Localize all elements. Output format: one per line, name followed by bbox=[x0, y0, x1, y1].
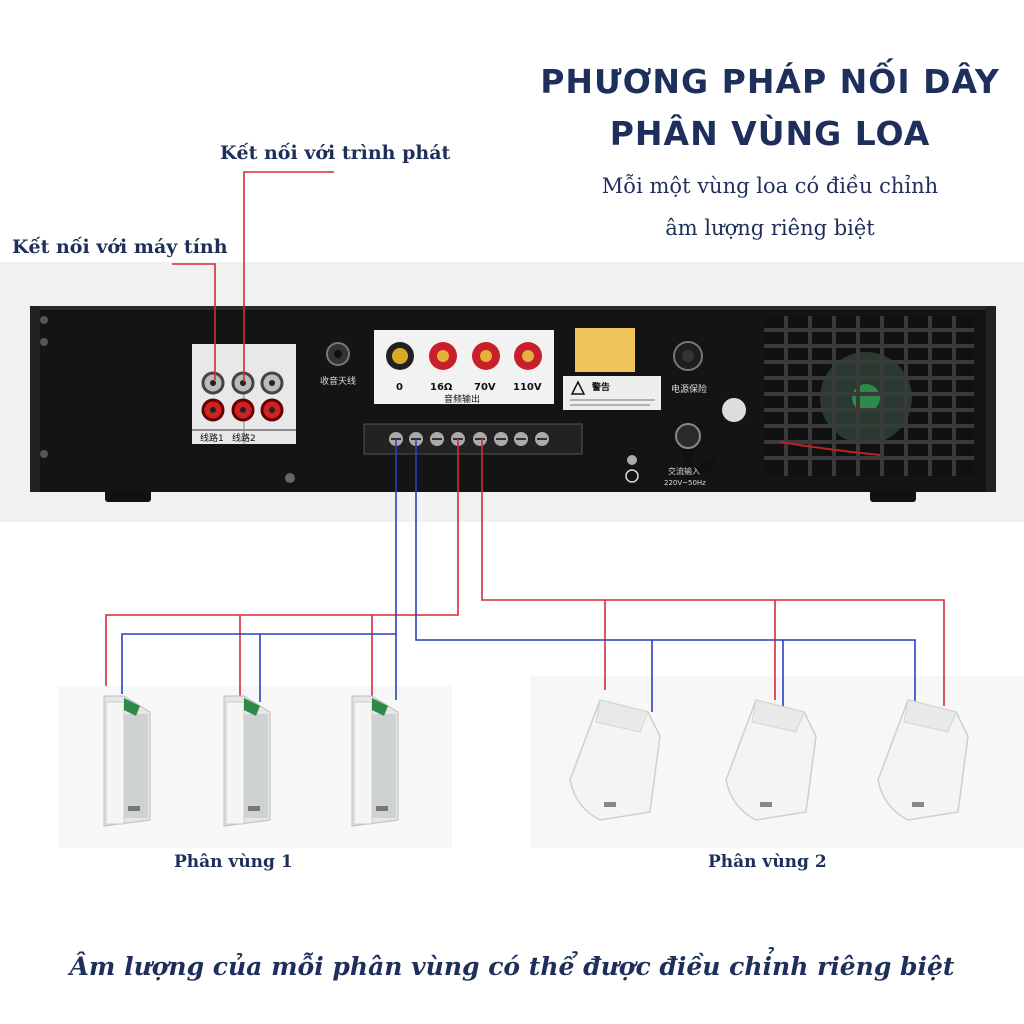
title-line-1: PHƯƠNG PHÁP NỐI DÂY bbox=[540, 62, 1000, 101]
wall-speaker-2 bbox=[725, 699, 817, 821]
subtitle-line-1: Mỗi một vùng loa có điều chỉnh bbox=[601, 174, 939, 198]
leader-computer bbox=[172, 263, 216, 380]
cable-clip-icon bbox=[722, 398, 746, 422]
wire-blue-zone2-bus bbox=[415, 439, 916, 710]
input-label-line2: 线路2 bbox=[232, 432, 256, 444]
output-label: 音频输出 bbox=[444, 393, 480, 405]
rca-jack-red-1 bbox=[201, 398, 225, 422]
impedance-label-70v: 70V bbox=[474, 382, 496, 393]
column-speaker-3 bbox=[351, 695, 399, 827]
zone2-label: Phân vùng 2 bbox=[708, 852, 827, 872]
zone1-label: Phân vùng 1 bbox=[174, 852, 293, 872]
wires-blue bbox=[121, 439, 916, 712]
column-speaker-2 bbox=[223, 695, 271, 827]
leader-player bbox=[243, 171, 334, 382]
binding-post-black bbox=[386, 342, 414, 370]
wires-red bbox=[105, 439, 945, 706]
power-label: 交流输入 bbox=[668, 466, 700, 476]
column-speaker-1 bbox=[103, 695, 151, 827]
fuse-holder: 电源保险 bbox=[671, 341, 707, 395]
binding-post-red-3 bbox=[514, 342, 542, 370]
impedance-label-110v: 110V bbox=[513, 382, 542, 393]
antenna-label: 收音天线 bbox=[320, 375, 356, 387]
binding-post-red-2 bbox=[472, 342, 500, 370]
input-label-line1: 线路1 bbox=[200, 432, 224, 444]
rca-jack-white-1 bbox=[201, 371, 225, 395]
impedance-label-0: 0 bbox=[396, 382, 403, 393]
wall-speaker-3 bbox=[877, 699, 969, 821]
power-spec: 220V~50Hz bbox=[664, 479, 706, 487]
rca-jack-red-2 bbox=[231, 398, 255, 422]
wire-red-zone2-bus bbox=[481, 439, 945, 706]
fan-grille bbox=[764, 316, 974, 476]
terminal-strip bbox=[363, 423, 583, 455]
title-line-2: PHÂN VÙNG LOA bbox=[609, 114, 931, 153]
terminal-screw-6 bbox=[494, 432, 508, 446]
wall-speaker-1 bbox=[569, 699, 661, 821]
ground-symbol-icon bbox=[625, 455, 639, 483]
warning-label: 警告 bbox=[592, 381, 610, 393]
rca-jack-white-3 bbox=[260, 371, 284, 395]
power-inlet: 交流输入 220V~50Hz bbox=[664, 423, 719, 487]
fuse-label: 电源保险 bbox=[671, 383, 707, 395]
impedance-label-16: 16Ω bbox=[430, 382, 453, 393]
callout-leaders bbox=[172, 171, 334, 382]
callout-computer: Kết nối với máy tính bbox=[12, 236, 228, 258]
terminal-screw-8 bbox=[535, 432, 549, 446]
callout-player: Kết nối với trình phát bbox=[220, 142, 451, 164]
antenna-jack: 收音天线 bbox=[320, 342, 356, 387]
footer-caption: Âm lượng của mỗi phân vùng có thể được đ… bbox=[69, 952, 955, 981]
terminal-screw-3 bbox=[430, 432, 444, 446]
speaker-output-panel: 0 16Ω 70V 110V 音频输出 bbox=[374, 330, 554, 405]
binding-post-red-1 bbox=[429, 342, 457, 370]
rca-jack-red-3 bbox=[260, 398, 284, 422]
rca-jack-white-2 bbox=[231, 371, 255, 395]
warning-sticker: 警告 bbox=[563, 328, 661, 410]
terminal-screw-5 bbox=[473, 432, 487, 446]
wire-blue-zone1-bus bbox=[121, 439, 397, 694]
terminal-screw-7 bbox=[514, 432, 528, 446]
subtitle-line-2: âm lượng riêng biệt bbox=[665, 216, 875, 240]
wire-red-zone1-bus bbox=[105, 439, 459, 686]
